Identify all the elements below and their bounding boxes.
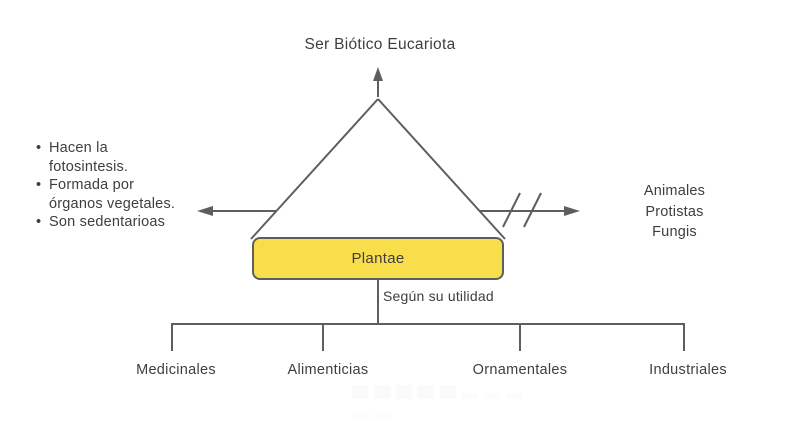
exclusion-slash-2 bbox=[523, 192, 542, 228]
branch-medicinales: Medicinales bbox=[136, 362, 216, 378]
plantae-node-label: Plantae bbox=[351, 250, 405, 267]
excluded-kingdom-label: Fungis bbox=[652, 224, 697, 240]
branch-industriales: Industriales bbox=[649, 362, 727, 378]
left-arrow-head-icon bbox=[197, 206, 213, 216]
characteristic-item: Son sedentarioas bbox=[36, 213, 179, 232]
watermark bbox=[352, 385, 532, 419]
branch-alimenticias: Alimenticias bbox=[287, 362, 369, 378]
characteristic-item: Hacen la fotosintesis. bbox=[36, 139, 179, 176]
excluded-kingdoms-list: Animales Protistas Fungis bbox=[612, 181, 737, 243]
diagram-title: Ser Biótico Eucariota bbox=[304, 36, 456, 53]
triangle-left-edge bbox=[250, 98, 379, 240]
excluded-kingdom-label: Protistas bbox=[645, 203, 704, 220]
exclusion-slash-1 bbox=[502, 192, 521, 228]
characteristics-list: Hacen la fotosintesis. Formada por órgan… bbox=[36, 139, 186, 232]
right-arrow-head-icon bbox=[564, 206, 580, 216]
characteristic-item: Formada por órganos vegetales. bbox=[36, 176, 179, 213]
excluded-kingdom-label: Animales bbox=[643, 183, 706, 199]
branch-criterion-label: Según su utilidad bbox=[383, 288, 494, 304]
branch-ornamentales: Ornamentales bbox=[472, 362, 568, 378]
up-arrow-head-icon bbox=[373, 67, 383, 81]
plantae-node: Plantae bbox=[252, 237, 504, 280]
triangle-right-edge bbox=[377, 98, 506, 240]
